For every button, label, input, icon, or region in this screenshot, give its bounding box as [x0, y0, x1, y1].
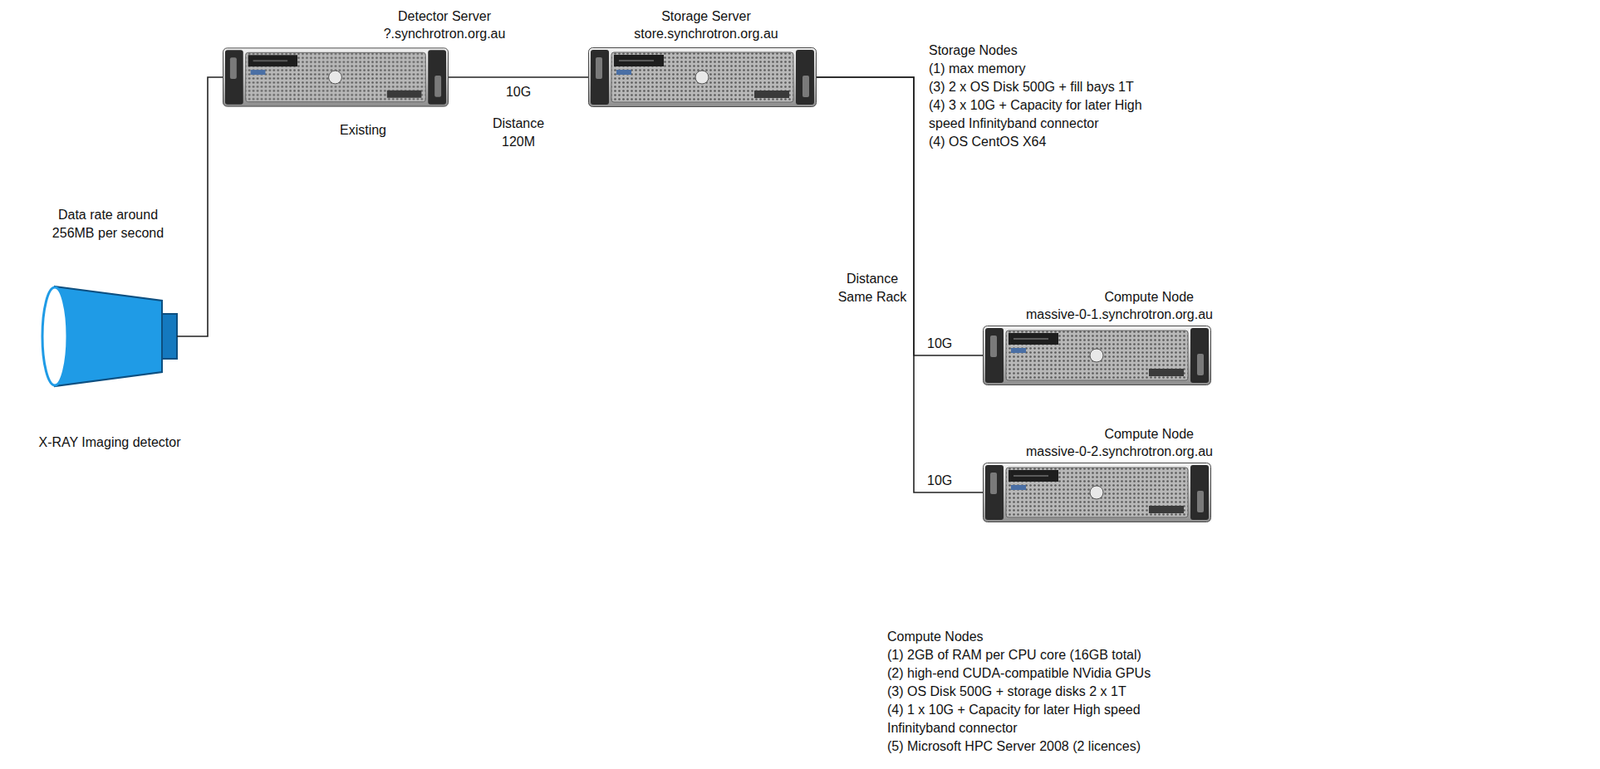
node-heading: store.synchrotron.org.au — [633, 25, 778, 43]
spec-item: (2) high-end CUDA-compatible NVidia GPUs — [887, 664, 1151, 683]
network-link — [448, 76, 589, 79]
node-heading: Storage Server — [661, 8, 751, 25]
link-label: 10G — [505, 83, 531, 102]
server-node: Compute Nodemassive-0-2.synchrotron.org.… — [982, 462, 1212, 523]
node-heading: massive-0-1.synchrotron.org.au — [1025, 306, 1213, 324]
network-link — [176, 77, 223, 337]
node-heading: massive-0-2.synchrotron.org.au — [1025, 443, 1213, 461]
link-label: 10G — [927, 334, 953, 354]
detector-body — [54, 286, 162, 387]
node-heading: Detector Server — [397, 8, 491, 25]
server-node: Storage Serverstore.synchrotron.org.au — [588, 47, 817, 108]
data-rate-note: Data rate around 256MB per second — [37, 206, 179, 243]
node-label: X-RAY Imaging detector — [38, 433, 181, 452]
spec-item: (4) 1 x 10G + Capacity for later High sp… — [887, 701, 1170, 738]
detector-back — [161, 314, 177, 359]
spec-heading: Storage Nodes — [928, 41, 1018, 60]
spec-heading: Compute Nodes — [887, 628, 984, 647]
server-image — [588, 48, 817, 108]
spec-item: (5) Microsoft HPC Server 2008 (2 licence… — [887, 737, 1141, 756]
server-node: Detector Server?.synchrotron.org.auExist… — [222, 47, 449, 108]
node-heading: ?.synchrotron.org.au — [383, 25, 506, 43]
xray-detector — [42, 286, 177, 387]
link-label: 10G — [927, 471, 953, 491]
spec-item: (4) OS CentOS X64 — [928, 132, 1046, 152]
distance-note: Distance Same Rack — [834, 269, 910, 307]
server-image — [983, 463, 1212, 523]
detector-face — [42, 287, 68, 386]
spec-item: (1) max memory — [928, 59, 1026, 79]
spec-item: (3) OS Disk 500G + storage disks 2 x 1T — [887, 682, 1127, 702]
node-heading: Compute Node — [1104, 289, 1194, 306]
node-heading: Compute Node — [1104, 426, 1194, 443]
distance-note: Distance 120M — [485, 114, 552, 152]
spec-item: (3) 2 x OS Disk 500G + fill bays 1T — [928, 78, 1134, 97]
node-label: Existing — [339, 121, 387, 140]
spec-item: (4) 3 x 10G + Capacity for later High sp… — [928, 96, 1162, 133]
server-node: Compute Nodemassive-0-1.synchrotron.org.… — [982, 325, 1212, 386]
spec-item: (1) 2GB of RAM per CPU core (16GB total) — [887, 646, 1142, 665]
server-image — [222, 48, 448, 107]
server-image — [983, 326, 1212, 386]
detector-node: X-RAY Imaging detector — [41, 286, 177, 387]
